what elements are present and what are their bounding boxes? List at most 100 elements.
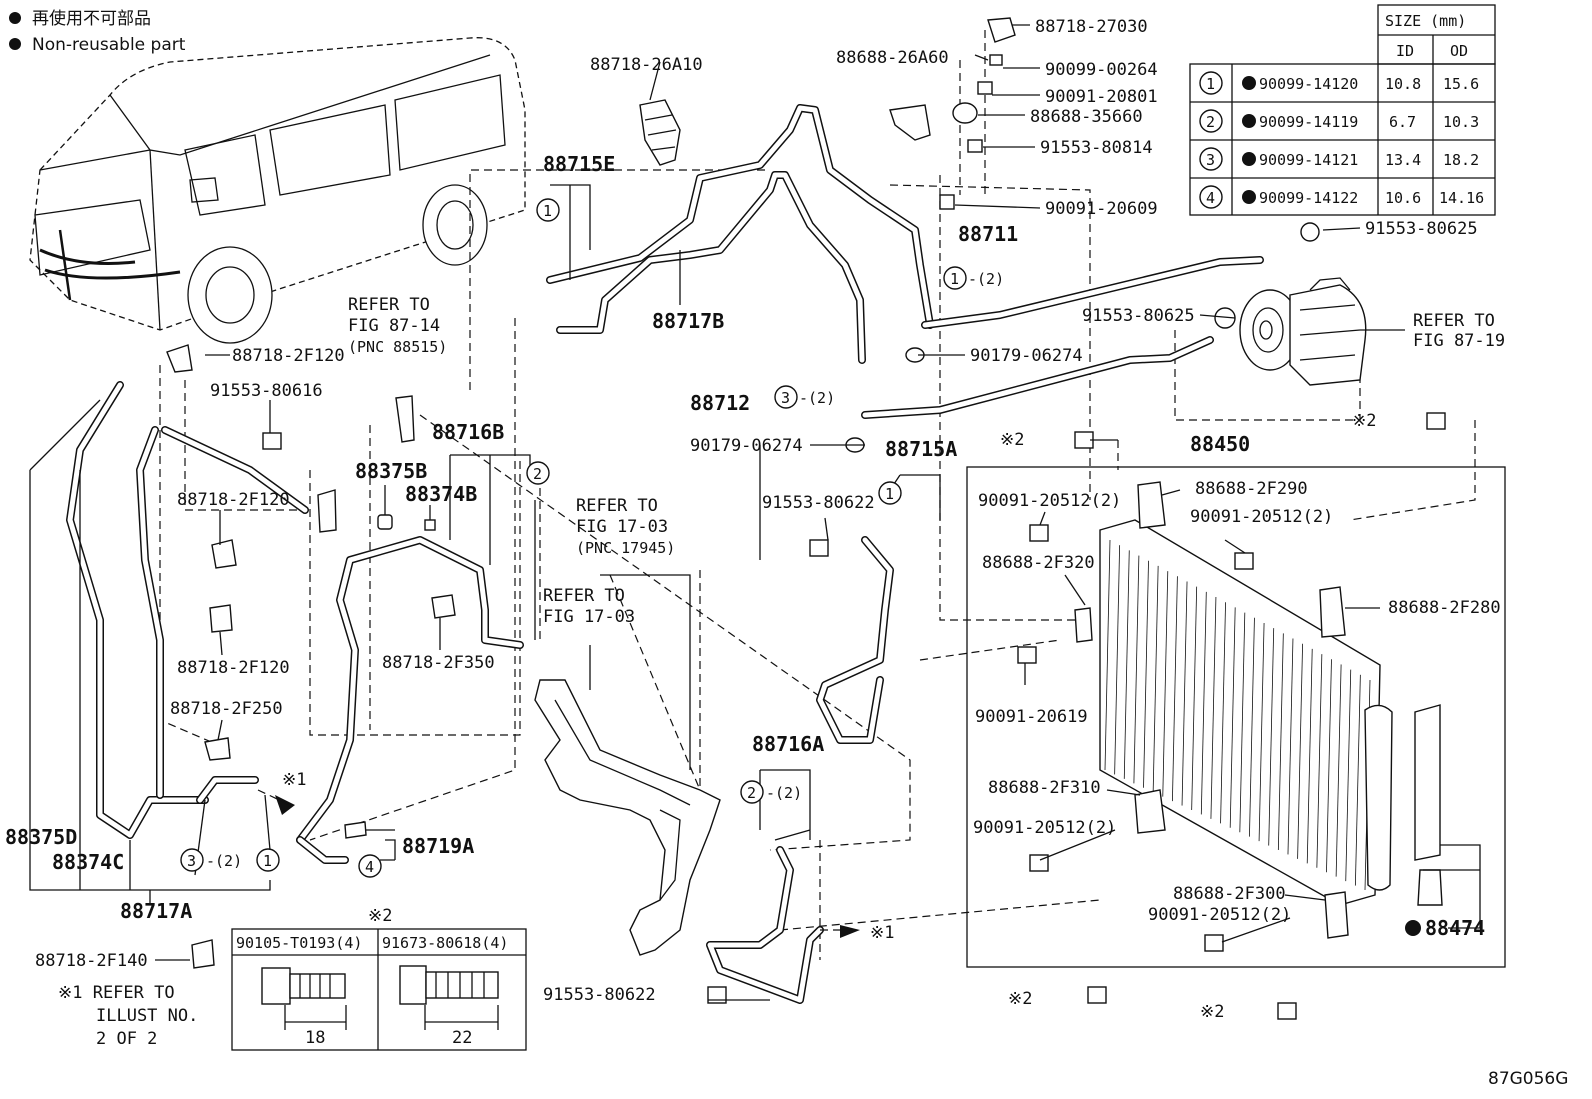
label-91553-80622-b: 91553-80622: [543, 985, 656, 1005]
condenser-fin: [1104, 539, 1111, 771]
label-88374B: 88374B: [405, 482, 477, 506]
condenser-fin: [1306, 648, 1313, 864]
condenser-fin: [1297, 643, 1303, 859]
condenser-assembly: [966, 466, 1506, 968]
callout-number: 3: [781, 389, 790, 407]
arrow-icon: [275, 795, 295, 815]
row-od: 15.6: [1443, 75, 1479, 93]
bolt-detail-box: ※2 90105-T0193(4) 91673-80618(4) 18 22: [231, 906, 527, 1051]
label-88718-26A10: 88718-26A10: [590, 55, 703, 75]
non-reusable-mark-icon: [1242, 114, 1256, 128]
size-title: SIZE (mm): [1385, 12, 1466, 30]
label-88718-27030: 88718-27030: [1035, 17, 1148, 37]
label-88688-2F290: 88688-2F290: [1195, 479, 1308, 499]
label-refer-87-19-b: FIG 87-19: [1413, 331, 1505, 351]
callout-3-88717A: 3 -(2): [180, 848, 242, 872]
row-id: 10.6: [1385, 189, 1421, 207]
label-88688-26A60: 88688-26A60: [836, 48, 949, 68]
condenser-fin: [1181, 581, 1188, 806]
label-refer-17-03b-b: FIG 17-03: [543, 607, 635, 627]
non-reusable-mark-icon: [9, 12, 21, 24]
label-refer-87-14-b: FIG 87-14: [348, 316, 440, 336]
callout-qty: -(2): [968, 270, 1004, 288]
condenser-fin: [1268, 628, 1275, 846]
label-88715A: 88715A: [885, 437, 957, 461]
condenser-fin: [1326, 659, 1332, 873]
callout-1-88711: 1 -(2): [943, 266, 1004, 290]
notes: ※1 REFER TO ILLUST NO. 2 OF 2 87G056G: [58, 983, 1568, 1089]
label-91553-80622-a: 91553-80622: [762, 493, 875, 513]
row-id: 10.8: [1385, 75, 1421, 93]
circled-callouts: 1 1 -(2) 3 -(2) 2 1 2 -(2) 3 -(2): [180, 198, 1004, 878]
bolt-box-note: ※2: [368, 906, 392, 926]
size-row-3: 3 90099-14121 13.4 18.2: [1199, 147, 1479, 171]
part-labels: 88718-26A10 88688-26A60 88718-27030 9009…: [5, 17, 1505, 1022]
condenser-fin: [1354, 674, 1361, 886]
label-88688-2F280: 88688-2F280: [1388, 598, 1501, 618]
condenser-fin: [1345, 669, 1352, 882]
label-88718-2F350: 88718-2F350: [382, 653, 495, 673]
label-refer-87-19-a: REFER TO: [1413, 311, 1495, 331]
label-88718-2F140: 88718-2F140: [35, 951, 148, 971]
row-od: 14.16: [1439, 189, 1484, 207]
condenser-fin: [1200, 591, 1207, 815]
label-88711: 88711: [958, 222, 1018, 246]
callout-2-88716B: 2: [526, 461, 550, 485]
label-88717A: 88717A: [120, 899, 192, 923]
callout-4-88719A: 4: [358, 854, 382, 878]
callout-1-88717A: 1: [256, 848, 280, 872]
label-refer-17-03a-b: FIG 17-03: [576, 517, 668, 537]
label-88688-2F310: 88688-2F310: [988, 778, 1101, 798]
bolt-2-length: 22: [452, 1028, 472, 1048]
label-note1-b: ※1: [870, 923, 894, 943]
size-row-2: 2 90099-14119 6.7 10.3: [1199, 109, 1479, 133]
van-illustration: [29, 37, 526, 344]
note1-line3: 2 OF 2: [96, 1029, 157, 1049]
bolt-2-drawing: 22: [399, 965, 499, 1048]
label-88474-text: 88474: [1425, 916, 1485, 940]
center-bracket: [534, 679, 721, 956]
label-refer-87-14-a: REFER TO: [348, 295, 430, 315]
legend: 再使用不可部品 Non-reusable part: [9, 8, 186, 55]
label-88450: 88450: [1190, 432, 1250, 456]
label-90091-20609: 90091-20609: [1045, 199, 1158, 219]
label-note1-a: ※1: [282, 770, 306, 790]
label-90091-20512-2c: 90091-20512(2): [973, 818, 1116, 838]
label-90091-20512-2d: 90091-20512(2): [1148, 905, 1291, 925]
label-note2-c: ※2: [1008, 989, 1032, 1009]
label-88718-2F250: 88718-2F250: [170, 699, 283, 719]
label-refer-17-03a-c: (PNC 17945): [576, 539, 675, 557]
callout-number: 1: [263, 852, 272, 870]
label-note2-b: ※2: [1352, 411, 1376, 431]
non-reusable-mark-icon: [1242, 152, 1256, 166]
row-no: 2: [1206, 113, 1215, 131]
callout-number: 4: [365, 858, 374, 876]
label-88718-2F120-b: 88718-2F120: [177, 490, 290, 510]
condenser-fins: [1104, 539, 1371, 891]
condenser-fin: [1133, 555, 1140, 784]
label-91553-80625-b: 91553-80625: [1082, 306, 1195, 326]
label-90179-06274-b: 90179-06274: [690, 436, 803, 456]
label-90091-20801: 90091-20801: [1045, 87, 1158, 107]
non-reusable-mark-icon: [1242, 76, 1256, 90]
condenser-fin: [1229, 607, 1236, 828]
condenser-fin: [1258, 622, 1265, 842]
condenser-fin: [1162, 571, 1169, 797]
label-note2-a: ※2: [1000, 430, 1024, 450]
label-90179-06274-a: 90179-06274: [970, 346, 1083, 366]
legend-jp: 再使用不可部品: [32, 8, 151, 29]
label-88375B: 88375B: [355, 459, 427, 483]
arrow-icon: [840, 925, 860, 938]
callout-1-88715A: 1: [878, 481, 902, 505]
label-88719A: 88719A: [402, 834, 474, 858]
non-reusable-mark-icon: [1405, 920, 1421, 936]
callout-number: 3: [187, 852, 196, 870]
condenser-fin: [1220, 602, 1226, 824]
row-no: 1: [1206, 75, 1215, 93]
size-row-4: 4 90099-14122 10.6 14.16: [1199, 185, 1484, 209]
callout-qty: -(2): [766, 784, 802, 802]
callout-number: 1: [950, 270, 959, 288]
bolt-icon: [262, 54, 1446, 1020]
condenser-fin: [1123, 550, 1130, 779]
